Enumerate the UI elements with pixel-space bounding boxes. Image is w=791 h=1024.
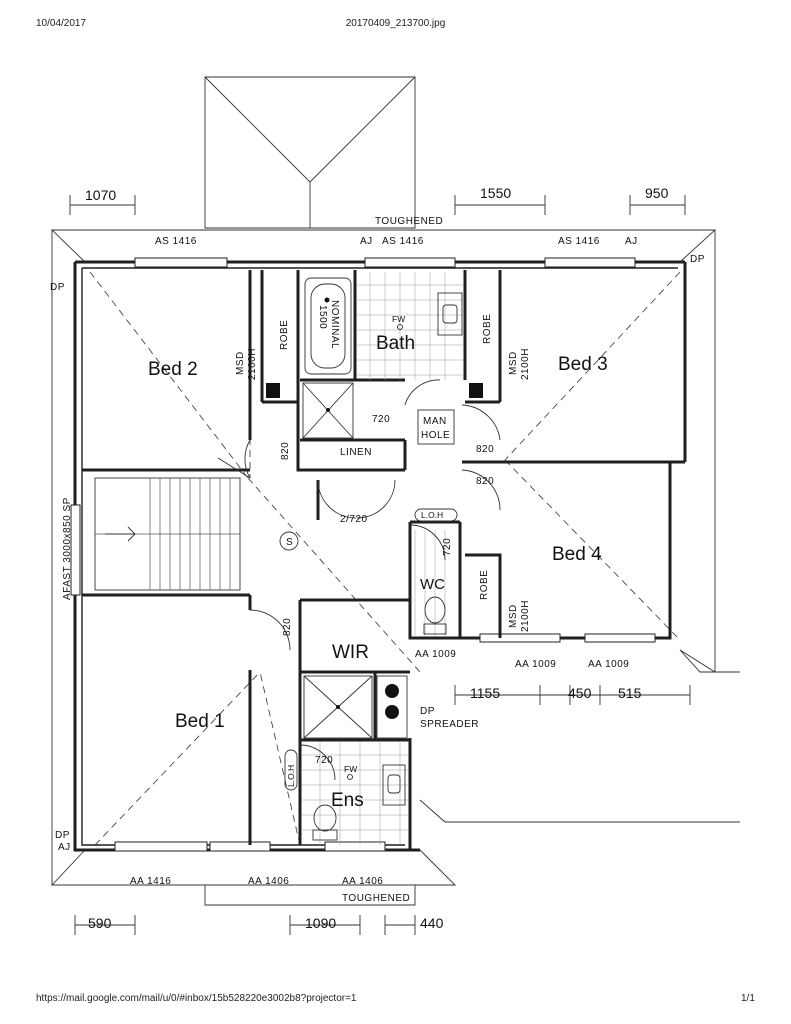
label-robe-bed4: ROBE — [479, 570, 490, 600]
print-page-number: 1/1 — [741, 993, 755, 1004]
windows — [70, 257, 656, 852]
dim-1155: 1155 — [470, 685, 500, 701]
label-man-hole-b: HOLE — [421, 430, 450, 441]
label-aa1009-b: AA 1009 — [515, 659, 556, 670]
label-door-720-ens: 720 — [315, 755, 333, 766]
interior-walls — [82, 270, 685, 845]
label-door-820-left: 820 — [280, 442, 291, 460]
roof-hips — [89, 270, 681, 846]
dim-950: 950 — [645, 185, 669, 201]
room-bed1: Bed 1 — [175, 711, 225, 732]
toilet-wc — [423, 596, 447, 635]
label-loh-ens: L.O.H — [286, 765, 296, 787]
label-toughened-bottom: TOUGHENED — [342, 893, 410, 904]
label-door-820-bed1: 820 — [282, 618, 293, 636]
label-msd-bed4-a: MSD — [508, 604, 519, 628]
label-robe-right: ROBE — [482, 314, 493, 344]
label-fw-bath: FW — [392, 314, 405, 324]
label-linen: LINEN — [340, 447, 372, 458]
label-aa1406-b: AA 1406 — [342, 876, 383, 887]
label-msd-right-b: 2100H — [520, 348, 531, 380]
label-dp-top-right: DP — [690, 254, 705, 265]
label-door-820-right: 820 — [476, 444, 494, 455]
label-fw-ens: FW — [344, 764, 357, 774]
room-wir: WIR — [332, 642, 369, 663]
shower-ens — [303, 675, 373, 739]
room-ens: Ens — [331, 790, 364, 811]
label-door-820-bed4: 820 — [476, 476, 494, 487]
dim-1090: 1090 — [305, 915, 336, 931]
label-msd-bed4-b: 2100H — [520, 600, 531, 632]
room-wc: WC — [420, 576, 445, 593]
vanity-bath — [437, 292, 463, 336]
staircase — [94, 477, 241, 591]
dim-1550: 1550 — [480, 185, 511, 201]
toilet-ens — [312, 804, 338, 841]
label-loh-top: L.O.H — [421, 510, 443, 520]
label-dp-spreader-a: DP — [420, 706, 435, 717]
label-msd-left-b: 2100H — [247, 348, 258, 380]
room-bed3: Bed 3 — [558, 354, 608, 375]
label-aj-top-mid: AJ — [360, 236, 373, 247]
door-swings — [217, 379, 501, 781]
roof-outline — [50, 76, 740, 906]
dim-440: 440 — [420, 915, 444, 931]
smoke-detector-icon — [279, 531, 299, 551]
label-door-2-720: 2/720 — [340, 514, 368, 525]
label-as1416-mid: AS 1416 — [382, 236, 424, 247]
dim-450: 450 — [568, 685, 592, 701]
label-smoke: S — [286, 537, 293, 548]
label-door-720-wc: 720 — [442, 538, 453, 556]
label-afast: AFAST 3000x850 SP — [62, 497, 73, 600]
label-aa1416-bottom: AA 1416 — [130, 876, 171, 887]
label-msd-right-a: MSD — [508, 351, 519, 375]
print-url: https://mail.google.com/mail/u/0/#inbox/… — [36, 993, 357, 1004]
bathtub — [304, 277, 352, 375]
label-aj-top-right: AJ — [625, 236, 638, 247]
label-man-hole-a: MAN — [423, 416, 447, 427]
room-bed2: Bed 2 — [148, 359, 198, 380]
dim-1070: 1070 — [85, 187, 116, 203]
label-aj-bottom-left: AJ — [58, 842, 71, 853]
label-aa1406-a: AA 1406 — [248, 876, 289, 887]
room-bath: Bath — [376, 333, 415, 354]
cooktop-like-fixture — [376, 675, 408, 739]
label-toughened-top: TOUGHENED — [375, 216, 443, 227]
print-date: 10/04/2017 — [36, 18, 87, 29]
dim-515: 515 — [618, 685, 642, 701]
label-aa1009-c: AA 1009 — [588, 659, 629, 670]
label-dp-bottom-left: DP — [55, 830, 70, 841]
label-msd-left-a: MSD — [235, 351, 246, 375]
label-as1416-left: AS 1416 — [155, 236, 197, 247]
bath-tiles — [302, 272, 464, 845]
label-bath-nominal-a: 1500 — [317, 305, 328, 329]
label-bath-nominal-b: NOMINAL — [329, 300, 340, 349]
shower-bath — [302, 382, 354, 439]
label-aa1009-a: AA 1009 — [415, 649, 456, 660]
label-door-720-bath: 720 — [372, 414, 390, 425]
label-dp-left: DP — [50, 282, 65, 293]
robe-fixtures — [266, 383, 483, 398]
label-as1416-right: AS 1416 — [558, 236, 600, 247]
room-bed4: Bed 4 — [552, 544, 602, 565]
label-robe-left: ROBE — [279, 320, 290, 350]
dimension-lines — [69, 195, 691, 935]
label-dp-spreader-b: SPREADER — [420, 719, 479, 730]
dim-590: 590 — [88, 915, 112, 931]
vanity-ens — [382, 764, 406, 806]
print-filename: 20170409_213700.jpg — [345, 18, 446, 29]
floor-wastes — [347, 324, 403, 780]
